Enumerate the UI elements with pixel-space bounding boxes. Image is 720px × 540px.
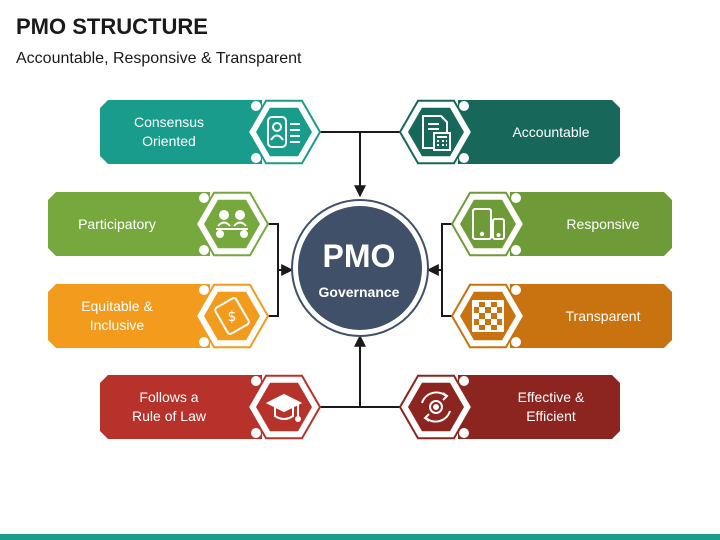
item-notch [251,153,261,163]
governance-item [100,99,322,165]
money-icon: $ [214,297,250,335]
page-title: PMO STRUCTURE [16,14,208,39]
item-notch [199,337,209,347]
governance-item: $ [48,283,270,349]
graduation-cap-icon [265,393,303,422]
calculator-document-icon [422,115,451,151]
item-box [458,375,620,439]
item-box [100,375,262,439]
item-notch [251,376,261,386]
item-label: Follows a Rule of Law [132,389,206,424]
item-notch [459,376,469,386]
center-subtitle: Governance [318,284,400,300]
item-label: Participatory [78,215,156,232]
connectors [263,131,458,408]
governance-item [450,191,672,257]
governance-item [48,191,270,257]
item-label: Transparent [565,307,641,324]
center-circle-inner [298,206,422,330]
item-notch [511,337,521,347]
hexagon-inner [256,107,312,157]
connector-top [318,131,402,196]
item-notch [511,245,521,255]
center-title: PMO [322,238,396,274]
item-box [510,192,672,256]
item-label: Accountable [512,123,590,140]
connector-bottom [318,336,402,408]
item-box [48,192,210,256]
hexagon-inner [204,291,260,341]
connector-right [428,223,458,317]
item-box [510,284,672,348]
item-box [100,100,262,164]
item-label: Consensus Oriented [133,114,205,149]
item-notch [459,428,469,438]
item-notch [251,101,261,111]
item-notch [511,285,521,295]
connector-left [263,223,292,317]
item-label: Equitable & Inclusive [81,298,153,333]
governance-item [450,283,672,349]
bottom-accent-bar [0,534,720,540]
item-box [48,284,210,348]
item-notch [251,428,261,438]
item-notch [199,193,209,203]
governance-item [398,99,620,165]
checkerboard-icon [472,300,504,332]
devices-icon [472,208,505,240]
item-notch [459,101,469,111]
item-box [458,100,620,164]
item-label: Effective & Efficient [517,389,585,424]
gear-cycle-icon [421,391,451,423]
page-subtitle: Accountable, Responsive & Transparent [16,50,302,67]
svg-text:$: $ [228,309,237,325]
item-notch [459,153,469,163]
item-notch [199,285,209,295]
people-meeting-icon [216,210,248,238]
user-list-icon [267,116,300,148]
item-notch [511,193,521,203]
item-notch [199,245,209,255]
governance-item [398,374,620,440]
governance-item [100,374,322,440]
item-label: Responsive [566,215,640,232]
